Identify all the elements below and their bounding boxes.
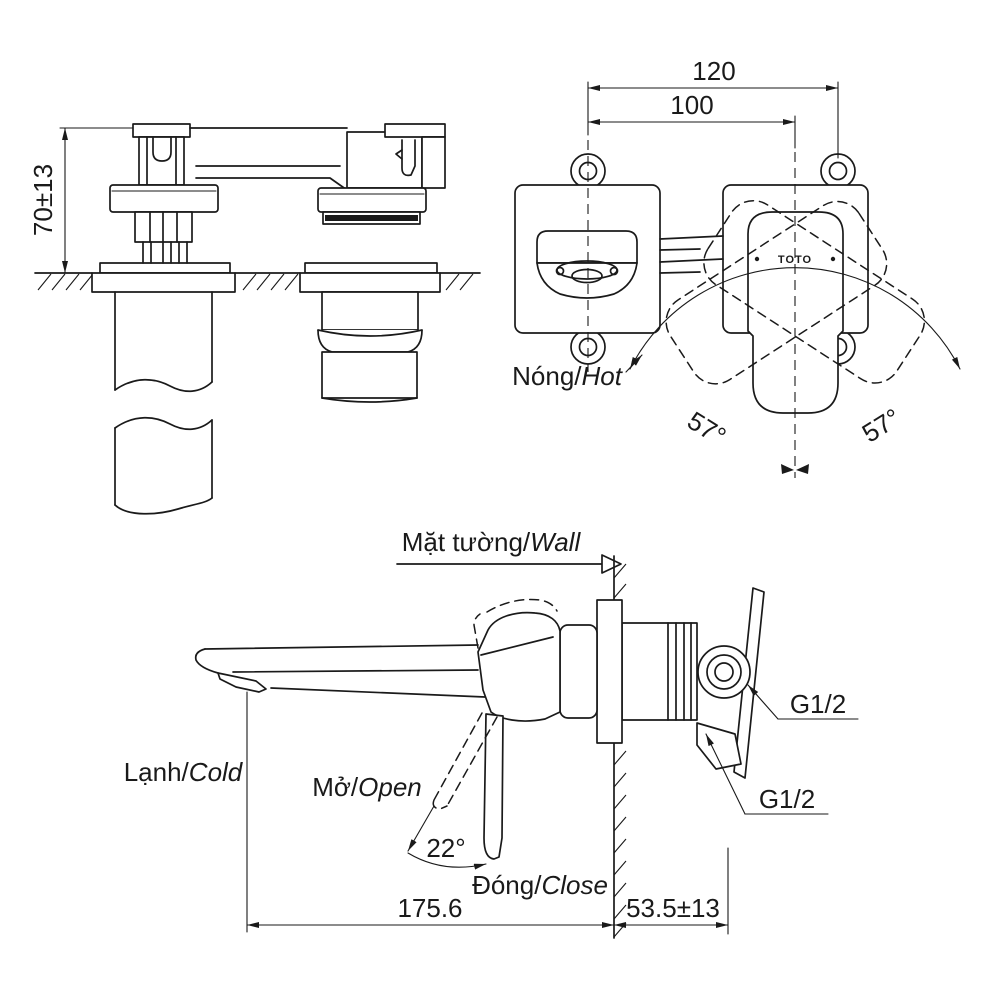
handle-side: [477, 611, 598, 860]
hot-label-group: Nóng/Hot: [512, 354, 643, 391]
angle-22-label: 22°: [426, 833, 465, 863]
thread-upper-label: G1/2: [790, 689, 846, 719]
thread-callout-lower: G1/2: [705, 733, 829, 815]
angle-22-group: 22°: [407, 805, 487, 870]
side-view: Mặt tường/Wall: [124, 527, 859, 939]
hot-label: Nóng/Hot: [512, 361, 624, 391]
spout-connector-lines: [659, 235, 724, 274]
handle-hub: [559, 624, 598, 719]
wall-label: Mặt tường/Wall: [402, 527, 582, 557]
wall-hatching: [37, 273, 474, 291]
wall-label-group: Mặt tường/Wall: [396, 527, 622, 574]
cold-label-vi: Lạnh/: [124, 757, 190, 787]
dim-120-label: 120: [692, 56, 735, 86]
top-view: 70±13: [28, 123, 481, 515]
toto-logo: TOTO: [778, 254, 812, 266]
open-label-vi: Mở/: [312, 772, 359, 802]
dim-53: 53.5±13: [613, 847, 729, 935]
dim-100-label: 100: [670, 90, 713, 120]
dim-175: 175.6: [246, 691, 615, 933]
cold-label-en: Cold: [189, 757, 244, 787]
angle-57-left: 57°: [682, 405, 731, 451]
wall-label-en: Wall: [530, 527, 581, 557]
valve-unit-plan: [299, 123, 446, 403]
wall-label-vi: Mặt tường/: [402, 527, 531, 557]
open-label: Mở/Open: [312, 772, 422, 802]
thread-lower-label: G1/2: [759, 784, 815, 814]
close-label-vi: Đóng/: [472, 870, 542, 900]
close-label: Đóng/Close: [472, 870, 608, 900]
dim-70-label: 70±13: [28, 164, 58, 236]
valve-body-side: [596, 587, 765, 779]
thread-callout-upper: G1/2: [747, 684, 859, 720]
spout-unit-plan: [91, 123, 236, 515]
front-view: TOTO 120 100 57° 57°: [512, 56, 961, 478]
hot-label-en: Hot: [582, 361, 624, 391]
spout-front: [536, 230, 638, 299]
cold-label: Lạnh/Cold: [124, 757, 244, 787]
spout-side: [194, 644, 486, 698]
handle-lever: [483, 713, 504, 860]
angle-57-right: 57°: [857, 402, 906, 448]
open-label-en: Open: [358, 772, 422, 802]
wall-line: [613, 555, 627, 939]
dim-175-label: 175.6: [397, 893, 462, 923]
dim-120: 120: [587, 56, 839, 159]
dim-100: 100: [587, 90, 796, 149]
handle-open-dashed: [432, 598, 558, 810]
hot-label-vi: Nóng/: [512, 361, 582, 391]
dim-70: 70±13: [28, 127, 134, 274]
dim-53-label: 53.5±13: [626, 893, 720, 923]
spout-pipe-plan: [189, 127, 348, 191]
close-label-en: Close: [541, 870, 607, 900]
escutcheon-side: [596, 599, 623, 744]
union-blade: [733, 587, 765, 779]
handle-rotation-dashed: [665, 199, 926, 385]
